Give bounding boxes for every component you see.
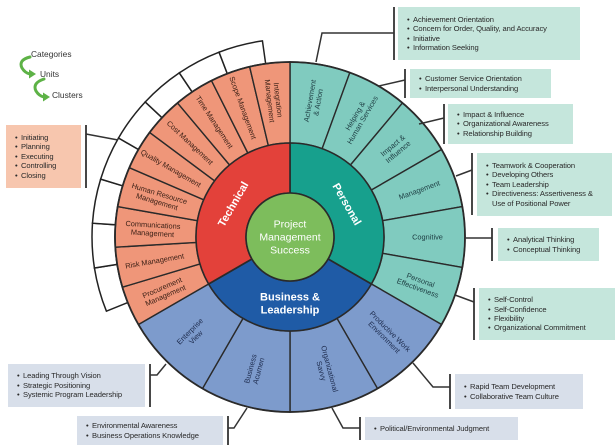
cluster-item: Relationship Building bbox=[457, 129, 567, 138]
cluster-box-cognitive: Analytical ThinkingConceptual Thinking bbox=[498, 228, 599, 261]
unit-label-line: Management bbox=[131, 228, 175, 239]
cluster-item: Organizational Awareness bbox=[457, 119, 567, 128]
cluster-item: Collaborative Team Culture bbox=[464, 392, 577, 401]
cluster-box-organizational-savvy: Political/Environmental Judgment bbox=[365, 417, 518, 440]
cluster-box-productive-work-environment: Rapid Team DevelopmentCollaborative Team… bbox=[455, 374, 583, 409]
connector-helping-human-services bbox=[378, 79, 406, 87]
cluster-box-achievement-action: Achievement OrientationConcern for Order… bbox=[398, 7, 580, 60]
cluster-item: Concern for Order, Quality, and Accuracy bbox=[407, 24, 574, 33]
category-ring bbox=[195, 142, 385, 332]
connector-achievement-action bbox=[315, 32, 394, 63]
cluster-item: Information Seeking bbox=[407, 43, 574, 52]
cluster-item: Customer Service Orientation bbox=[419, 74, 545, 83]
connector-organizational-savvy bbox=[331, 407, 360, 429]
curved-arrow-icon bbox=[33, 77, 50, 102]
connector-technical-processes bbox=[85, 133, 119, 141]
cluster-item: Environmental Awareness bbox=[86, 421, 217, 430]
cluster-item: Leading Through Vision bbox=[17, 371, 139, 380]
legend-arrows bbox=[19, 55, 50, 102]
center-title-line: Management bbox=[259, 232, 320, 244]
connector-impact-influence bbox=[418, 117, 445, 125]
cluster-item: Initiative bbox=[407, 34, 574, 43]
legend-clusters-label: Clusters bbox=[52, 90, 83, 100]
cluster-connectors bbox=[85, 7, 493, 445]
connector-business-acumen bbox=[228, 407, 248, 429]
unit-label: CommunicationsManagement bbox=[125, 219, 181, 240]
unit-label: Cognitive bbox=[412, 233, 443, 242]
cluster-item: Self-Control bbox=[488, 295, 609, 304]
cluster-item: Developing Others bbox=[486, 170, 596, 179]
center-title-line: Success bbox=[270, 245, 310, 257]
cluster-item: Organizational Commitment bbox=[488, 323, 609, 332]
cluster-item: Teamwork & Cooperation bbox=[486, 161, 596, 170]
center-circle bbox=[245, 192, 335, 282]
cluster-box-business-acumen: Environmental AwarenessBusiness Operatio… bbox=[77, 416, 223, 445]
cluster-ring-segment bbox=[91, 222, 119, 269]
cluster-item: Analytical Thinking bbox=[507, 235, 593, 244]
cluster-box-technical-processes: InitiatingPlanningExecutingControllingCl… bbox=[6, 125, 81, 188]
cluster-item: Planning bbox=[15, 142, 75, 151]
wheel-outline bbox=[114, 61, 466, 413]
cluster-item: Controlling bbox=[15, 161, 75, 170]
cluster-item: Strategic Positioning bbox=[17, 381, 139, 390]
unit-label-line: Cognitive bbox=[412, 233, 443, 242]
category-label-line: Business & bbox=[260, 292, 320, 304]
cluster-box-management: Teamwork & CooperationDeveloping OthersT… bbox=[477, 153, 612, 216]
cluster-item: Interpersonal Understanding bbox=[419, 84, 545, 93]
connector-management bbox=[455, 169, 473, 177]
curved-arrow-icon bbox=[19, 55, 36, 79]
cluster-box-enterprise-view: Leading Through VisionStrategic Position… bbox=[8, 364, 145, 407]
cluster-item: Business Operations Knowledge bbox=[86, 431, 217, 440]
cluster-item: Achievement Orientation bbox=[407, 15, 574, 24]
connector-personal-effectiveness bbox=[454, 294, 475, 303]
cluster-box-helping-human-services: Customer Service OrientationInterpersona… bbox=[410, 69, 551, 98]
connector-productive-work-environment bbox=[412, 362, 450, 388]
cluster-item: Self-Confidence bbox=[488, 305, 609, 314]
legend-categories-label: Categories bbox=[31, 49, 72, 59]
category-label-business-leadership: Business &Leadership bbox=[260, 292, 320, 317]
unit-label-line: Integration bbox=[272, 82, 285, 118]
cluster-item: Rapid Team Development bbox=[464, 382, 577, 391]
cluster-item: Initiating bbox=[15, 133, 75, 142]
cluster-item: Directiveness: Assertiveness & Use of Po… bbox=[486, 189, 596, 208]
legend-units-label: Units bbox=[40, 69, 60, 79]
cluster-item: Conceptual Thinking bbox=[507, 245, 593, 254]
category-label-line: Leadership bbox=[261, 305, 320, 317]
cluster-item: Political/Environmental Judgment bbox=[374, 424, 512, 433]
cluster-item: Team Leadership bbox=[486, 180, 596, 189]
center-title-line: Project bbox=[274, 219, 307, 231]
cluster-box-impact-influence: Impact & InfluenceOrganizational Awarene… bbox=[448, 104, 573, 144]
cluster-item: Executing bbox=[15, 152, 75, 161]
cluster-item: Impact & Influence bbox=[457, 110, 567, 119]
cluster-item: Flexibility bbox=[488, 314, 609, 323]
cluster-item: Closing bbox=[15, 171, 75, 180]
cluster-box-personal-effectiveness: Self-ControlSelf-ConfidenceFlexibilityOr… bbox=[479, 288, 615, 340]
connector-enterprise-view bbox=[150, 363, 167, 376]
cluster-item: Systemic Program Leadership bbox=[17, 390, 139, 399]
unit-label-line: Communications bbox=[125, 219, 181, 231]
